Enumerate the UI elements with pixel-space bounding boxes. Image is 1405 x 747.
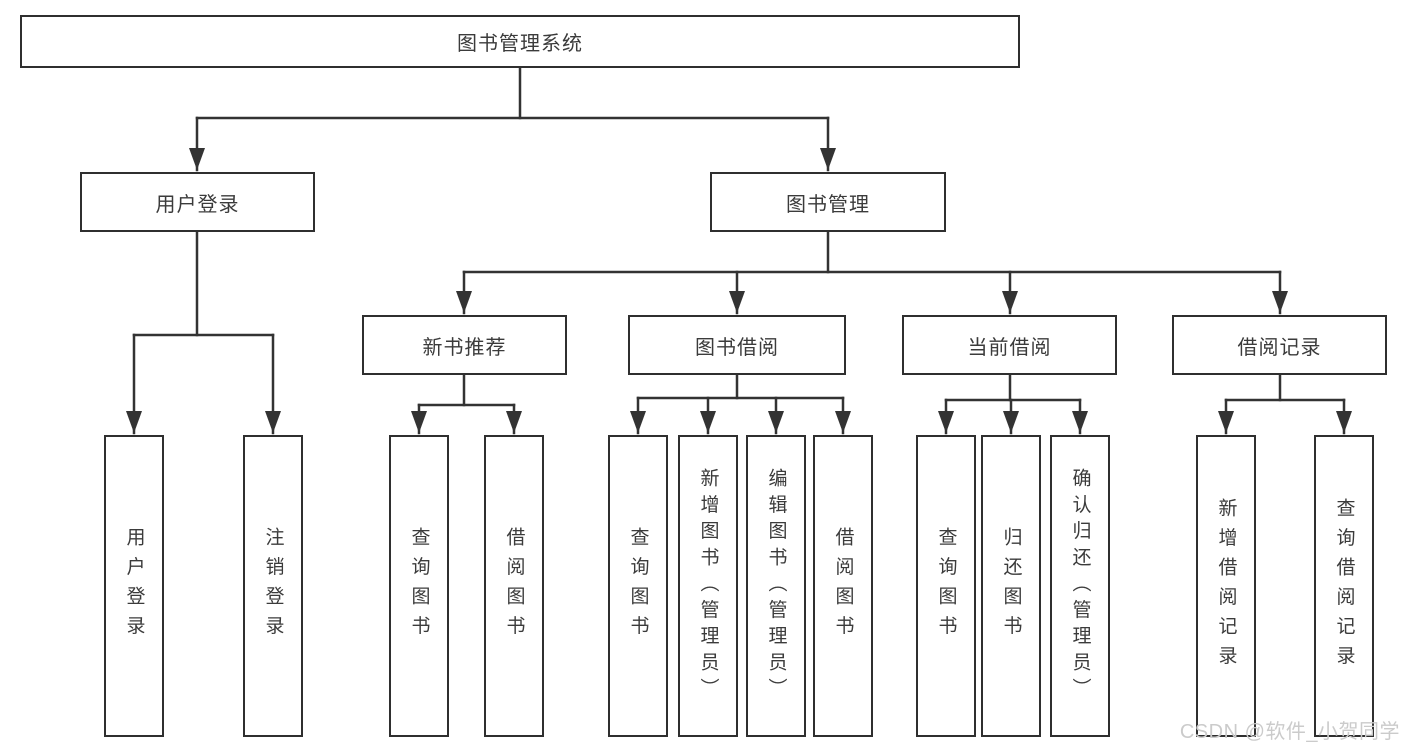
node-leaf-user-login-label: 用户登录 — [123, 527, 145, 645]
csdn-watermark: CSDN @软件_小贺同学 — [1179, 721, 1400, 743]
node-leaf-add-borrow-record: 新增借阅记录 — [1196, 435, 1256, 737]
node-leaf-logout: 注销登录 — [243, 435, 303, 737]
node-current-borrow: 当前借阅 — [902, 315, 1117, 375]
node-leaf-borrow-book-1-label: 借阅图书 — [503, 527, 525, 645]
node-book-management-label: 图书管理 — [786, 193, 870, 216]
node-book-management: 图书管理 — [710, 172, 946, 232]
node-root: 图书管理系统 — [20, 15, 1020, 68]
node-leaf-borrow-book-2-label: 借阅图书 — [832, 527, 854, 645]
node-leaf-logout-label: 注销登录 — [262, 527, 284, 645]
node-leaf-query-book-2-label: 查询图书 — [627, 527, 649, 645]
node-book-borrow-label: 图书借阅 — [695, 336, 779, 359]
node-leaf-query-book-1-label: 查询图书 — [408, 527, 430, 645]
node-user-login-label: 用户登录 — [155, 193, 240, 216]
node-leaf-add-book-admin: 新增图书（管理员） — [678, 435, 738, 737]
node-new-book-recommend: 新书推荐 — [362, 315, 567, 375]
node-leaf-query-book-2: 查询图书 — [608, 435, 668, 737]
node-leaf-query-book-1: 查询图书 — [389, 435, 449, 737]
node-leaf-query-borrow-record: 查询借阅记录 — [1314, 435, 1374, 737]
node-leaf-add-book-admin-label: 新增图书（管理员） — [697, 468, 719, 704]
node-leaf-edit-book-admin: 编辑图书（管理员） — [746, 435, 806, 737]
node-user-login: 用户登录 — [80, 172, 315, 232]
node-leaf-confirm-return-admin-label: 确认归还（管理员） — [1069, 468, 1091, 704]
node-leaf-query-borrow-record-label: 查询借阅记录 — [1333, 497, 1355, 675]
node-leaf-add-borrow-record-label: 新增借阅记录 — [1215, 497, 1237, 675]
node-current-borrow-label: 当前借阅 — [967, 336, 1052, 359]
node-leaf-borrow-book-1: 借阅图书 — [484, 435, 544, 737]
node-root-label: 图书管理系统 — [457, 33, 583, 55]
node-leaf-borrow-book-2: 借阅图书 — [813, 435, 873, 737]
node-book-borrow: 图书借阅 — [628, 315, 846, 375]
node-leaf-user-login: 用户登录 — [104, 435, 164, 737]
node-borrow-records-label: 借阅记录 — [1237, 336, 1322, 359]
node-leaf-query-book-3: 查询图书 — [916, 435, 976, 737]
node-leaf-return-book-label: 归还图书 — [1000, 527, 1022, 645]
node-leaf-return-book: 归还图书 — [981, 435, 1041, 737]
node-leaf-edit-book-admin-label: 编辑图书（管理员） — [765, 468, 787, 704]
node-borrow-records: 借阅记录 — [1172, 315, 1387, 375]
node-new-book-recommend-label: 新书推荐 — [422, 336, 507, 359]
node-leaf-query-book-3-label: 查询图书 — [935, 527, 957, 645]
node-leaf-confirm-return-admin: 确认归还（管理员） — [1050, 435, 1110, 737]
